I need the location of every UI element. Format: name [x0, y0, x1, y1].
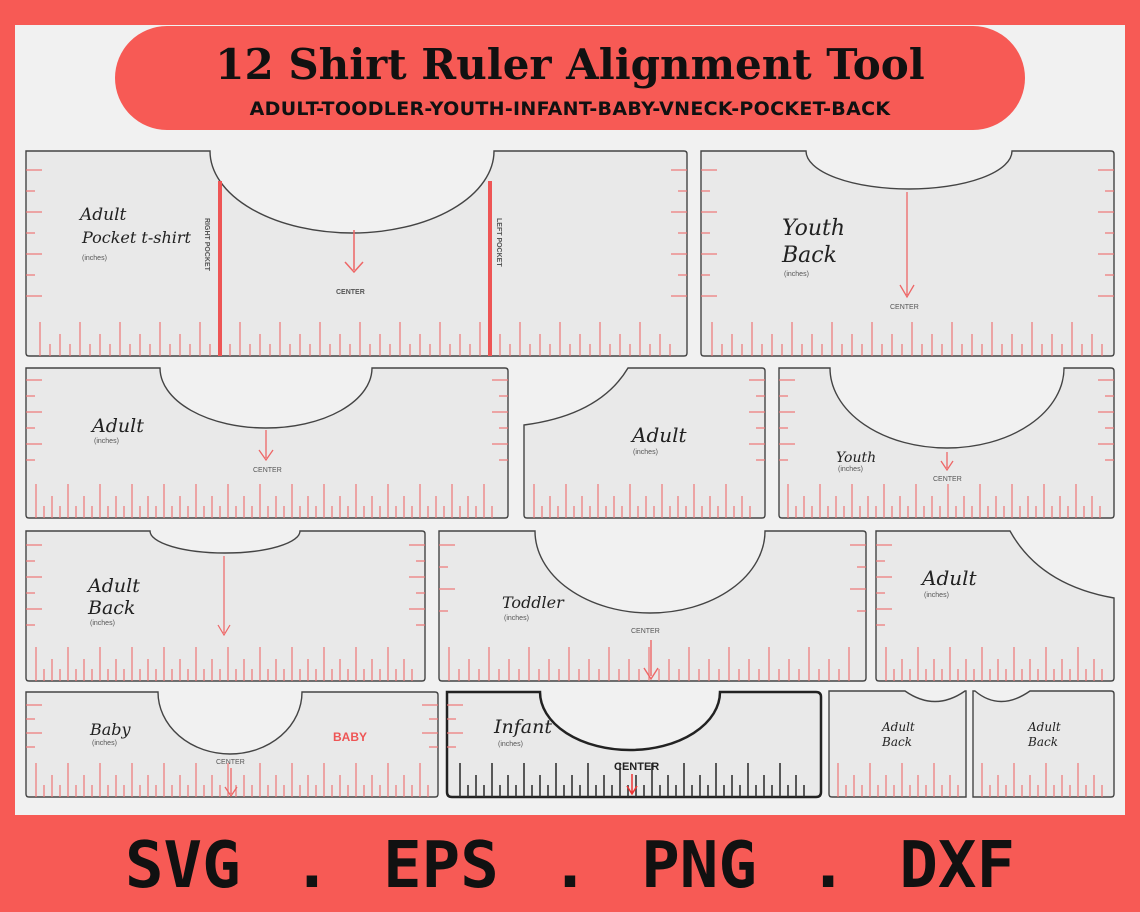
unit-label: (inches) [784, 271, 809, 278]
left-pocket-line [488, 181, 492, 356]
center-arrow-icon [643, 640, 659, 681]
left-pocket-label: LEFT POCKET [495, 218, 502, 267]
baby-badge: BABY [333, 730, 367, 744]
center-arrow-icon [940, 452, 954, 472]
ruler-adult-pocket: Adult Pocket t-shirt (inches) CENTER RIG… [25, 150, 688, 357]
ruler-adult-side: Adult (inches) [875, 530, 1115, 682]
unit-label: (inches) [924, 592, 949, 599]
unit-label: (inches) [90, 620, 115, 627]
file-formats: SVG. EPS. PNG. DXF [0, 826, 1140, 906]
center-label: CENTER [890, 304, 919, 311]
banner-subtitle: ADULT-TOODLER-YOUTH-INFANT-BABY-VNECK-PO… [249, 98, 891, 120]
ruler-label: Adult [90, 415, 144, 437]
format-eps: EPS [383, 829, 499, 903]
ruler-label-line1: Adult [1027, 720, 1061, 734]
title-banner: 12 Shirt Ruler Alignment Tool ADULT-TOOD… [115, 26, 1025, 130]
unit-label: (inches) [838, 466, 863, 473]
ruler-label-line1: Adult [78, 205, 127, 225]
format-separator: . [808, 829, 848, 903]
unit-label: (inches) [92, 740, 117, 747]
ruler-label: Toddler [502, 593, 565, 612]
ruler-label-line2: Pocket t-shirt [81, 228, 192, 247]
ruler-label-line1: Youth [782, 216, 845, 241]
right-pocket-line [218, 181, 222, 356]
right-pocket-label: RIGHT POCKET [203, 218, 210, 272]
format-dxf: DXF [899, 829, 1015, 903]
center-label: CENTER [631, 628, 660, 635]
unit-label: (inches) [82, 255, 107, 262]
ruler-label: Adult [920, 566, 978, 590]
format-png: PNG [641, 829, 757, 903]
center-label: CENTER [614, 761, 659, 773]
format-separator: . [550, 829, 590, 903]
ruler-infant: Infant (inches) CENTER [445, 690, 823, 799]
ruler-label-line2: Back [781, 243, 837, 268]
ruler-toddler: Toddler (inches) CENTER [438, 530, 867, 682]
ruler-label: Infant [493, 716, 552, 738]
unit-label: (inches) [504, 615, 529, 622]
center-label: CENTER [933, 476, 962, 483]
center-arrow-icon [224, 768, 238, 798]
center-arrow-icon [344, 230, 364, 274]
center-label: CENTER [253, 467, 282, 474]
ruler-label-line2: Back [881, 735, 912, 749]
ruler-adult-back-small-b: Adult Back [972, 690, 1115, 798]
ruler-youth: Youth (inches) CENTER [778, 367, 1115, 519]
format-separator: . [292, 829, 332, 903]
ruler-label-line1: Adult [86, 575, 140, 597]
center-arrow-icon [626, 774, 638, 796]
unit-label: (inches) [498, 741, 523, 748]
center-label: CENTER [216, 759, 245, 766]
ruler-adult-back: Adult Back (inches) [25, 530, 426, 682]
ruler-adult-back-small-a: Adult Back [828, 690, 967, 798]
ruler-label: Baby [89, 720, 132, 739]
ruler-label: Adult [630, 423, 688, 447]
center-arrow-icon [258, 430, 274, 462]
unit-label: (inches) [633, 449, 658, 456]
ruler-youth-back: Youth Back (inches) CENTER [700, 150, 1115, 357]
ruler-label-line1: Adult [881, 720, 915, 734]
ruler-label: Youth [836, 450, 876, 466]
ruler-adult-vneck: Adult (inches) [523, 367, 766, 519]
center-arrow-icon [217, 556, 231, 637]
unit-label: (inches) [94, 438, 119, 445]
ruler-adult: Adult (inches) CENTER [25, 367, 509, 519]
ruler-label-line2: Back [87, 597, 135, 619]
ruler-label-line2: Back [1027, 735, 1058, 749]
center-arrow-icon [899, 192, 915, 299]
center-label: CENTER [336, 289, 365, 296]
format-svg: SVG [125, 829, 241, 903]
ruler-baby: Baby (inches) BABY CENTER [25, 691, 439, 798]
banner-title: 12 Shirt Ruler Alignment Tool [215, 40, 925, 89]
